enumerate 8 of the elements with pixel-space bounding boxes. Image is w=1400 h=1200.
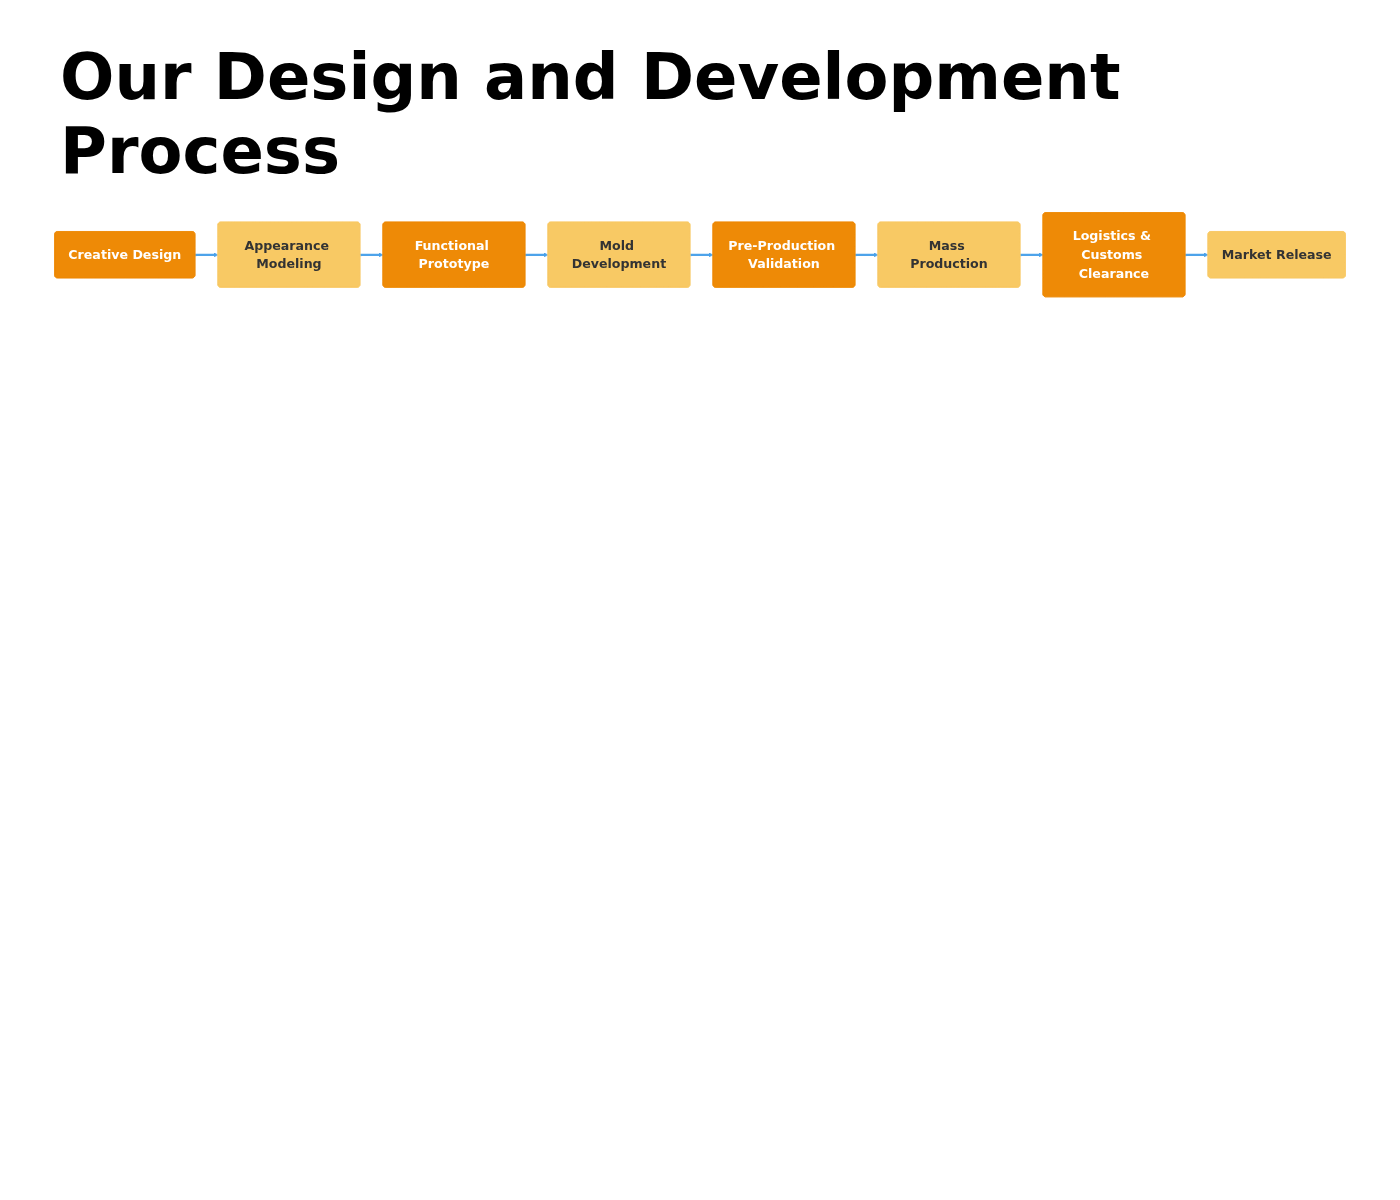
arrow — [690, 252, 714, 258]
arrow — [855, 252, 879, 258]
title: Our Design and Development Process — [60, 40, 1122, 188]
arrow — [1185, 252, 1209, 258]
arrow — [1020, 252, 1044, 258]
arrow — [195, 252, 219, 258]
arrow — [360, 252, 384, 258]
arrow — [525, 252, 549, 258]
